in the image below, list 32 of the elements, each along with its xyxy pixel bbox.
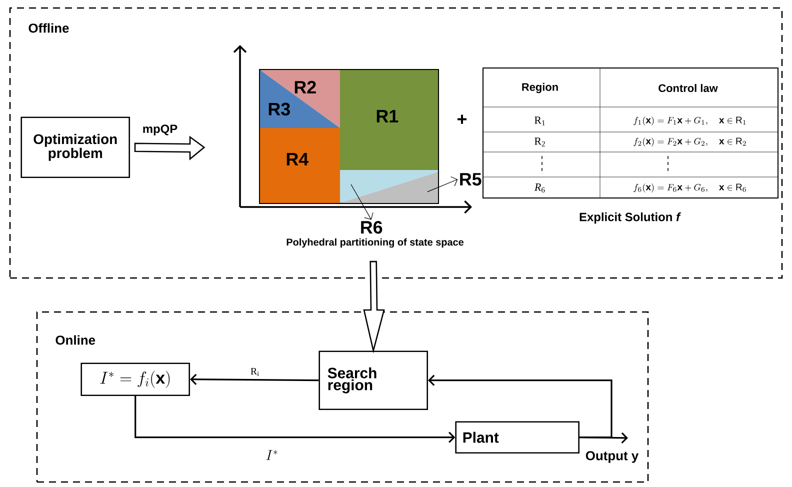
process-box: Optimization problem	[20, 116, 130, 178]
table-header: Region	[522, 82, 558, 94]
region-label: R6	[361, 220, 382, 234]
region-label: R5	[460, 173, 482, 186]
table-caption: Explicit Solution f	[580, 212, 681, 224]
arrow	[190, 374, 319, 385]
table-cell: $f_{2}(\mathbf{x}) = F_{2}\mathbf{x} + G_{2}, \quad \mathbf{x} \in \mathrm{R}_{2}$	[634, 138, 746, 146]
block-arrow	[363, 260, 385, 354]
region: R3	[268, 102, 290, 116]
process-box: Plant	[455, 421, 580, 454]
block-arrow	[134, 136, 206, 160]
edge-label: $I^{*}$	[266, 450, 278, 460]
arrow	[427, 176, 458, 192]
arrow	[350, 184, 374, 220]
table-cell: R$_{2}$	[534, 138, 545, 146]
table-cell: R$_{1}$	[534, 116, 545, 126]
process-box: Search region	[318, 350, 428, 410]
caption: Polyhedral partitioning of state space	[286, 238, 464, 248]
table-header: Control law	[658, 84, 718, 92]
edge-label: Output y	[586, 451, 639, 463]
table-cell: $f_{1}(\mathbf{x}) = F_{1}\mathbf{x} + G_{1}, \quad \mathbf{x} \in \mathrm{R}_{1}$	[634, 116, 746, 126]
plus-sign: +	[458, 114, 467, 124]
region: R1	[340, 70, 438, 170]
formula-box: $I^{*} = f_{i}(\mathbf{x})$	[80, 362, 190, 396]
table-cell: $f_{6}(\mathbf{x}) = F_{6}\mathbf{x} + G_{6}, \quad \mathbf{x} \in \mathrm{R}_{6}$	[634, 184, 746, 192]
partition-frame	[259, 69, 439, 204]
edge-label: R$_{i}$	[250, 368, 259, 376]
arrow	[428, 374, 612, 438]
arrow	[134, 396, 456, 443]
table-cell: R$_{6}$	[534, 184, 545, 192]
edge-label: mpQP	[143, 124, 178, 136]
region: R4	[260, 128, 340, 203]
